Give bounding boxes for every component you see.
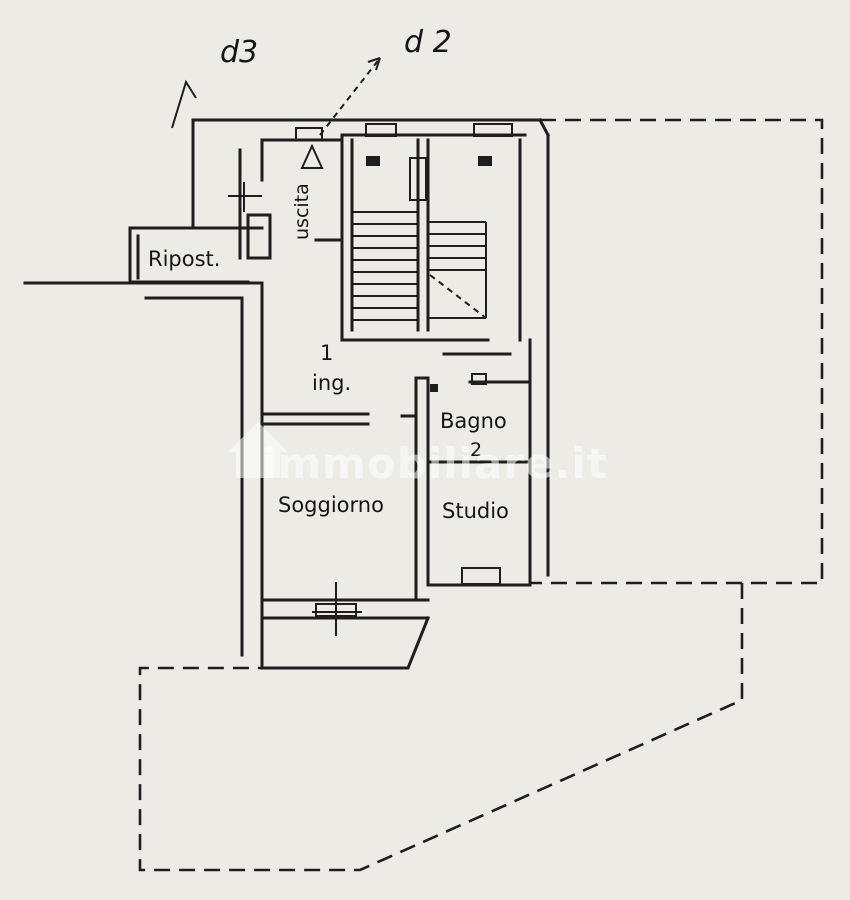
house-logo-icon [228, 422, 288, 478]
label-studio: Studio [442, 499, 509, 523]
building-walls [23, 117, 551, 670]
label-bagno: Bagno [440, 409, 507, 433]
dashed-terrace-upper [530, 118, 824, 585]
orientation-marker-d3 [171, 79, 197, 129]
label-d2: d 2 [404, 25, 452, 60]
label-bagno-number: 2 [470, 439, 482, 461]
living-room-walls [262, 412, 370, 636]
label-soggiorno: Soggiorno [278, 493, 384, 517]
label-uscita: uscita [291, 183, 313, 240]
label-ing: ing. [312, 371, 351, 395]
watermark-text: immobiliare.it [262, 439, 608, 488]
label-ripost: Ripost. [148, 247, 220, 271]
staircase [340, 133, 527, 342]
bathroom-study-walls [400, 352, 532, 602]
entrance-arrow-icon [300, 57, 381, 169]
watermark-logo: immobiliare.it [228, 422, 608, 488]
label-d3: d3 [220, 35, 258, 70]
entrance-walls [228, 123, 513, 260]
dashed-terrace-lower [138, 583, 744, 872]
label-ing-number: 1 [320, 341, 333, 365]
